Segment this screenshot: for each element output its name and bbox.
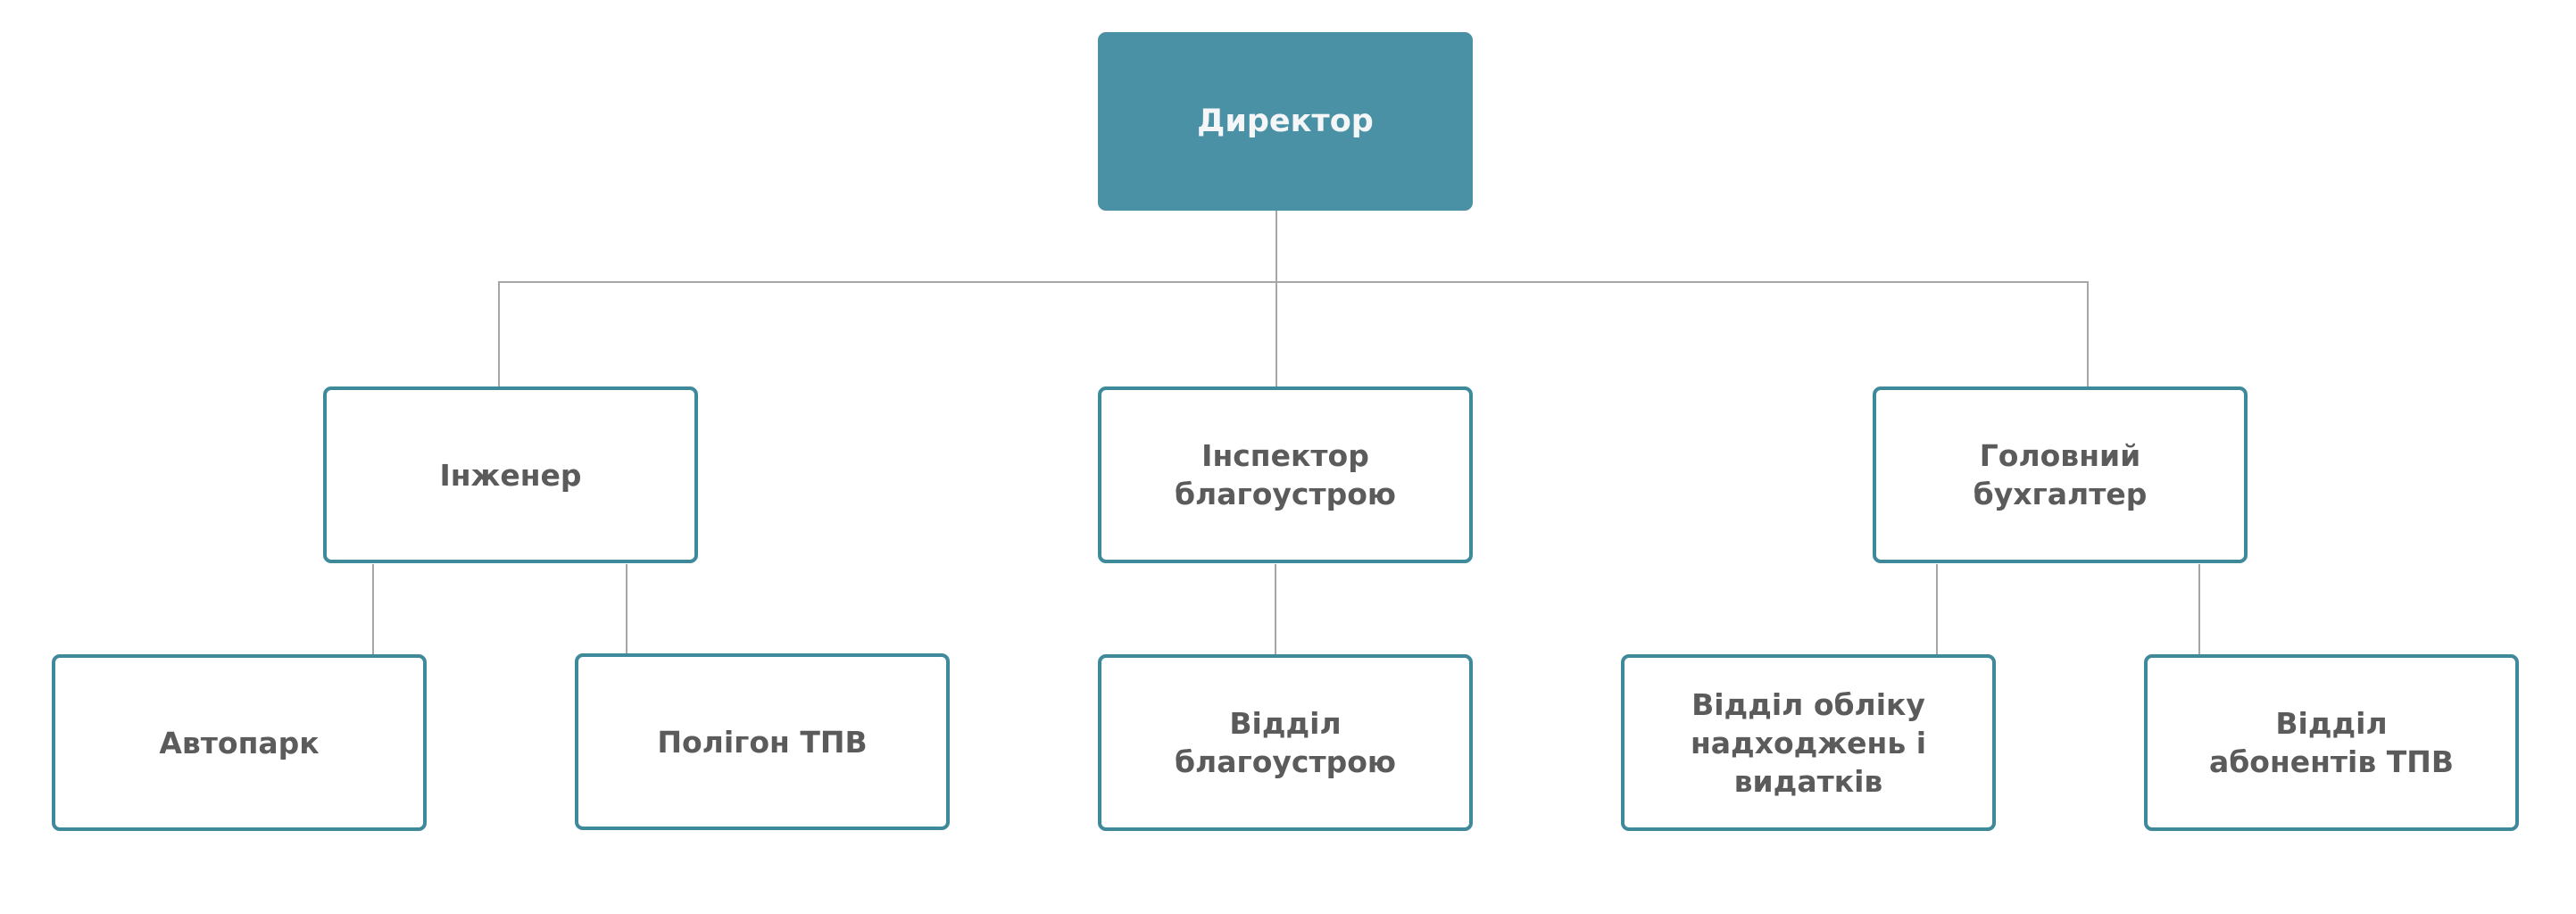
connector-to-engineer (498, 281, 500, 387)
node-chief-accountant-label: Головний бухгалтер (1973, 438, 2148, 511)
connector-accountant-to-accounting-dept (1936, 564, 1938, 655)
node-improvement-inspector: Інспектор благоустрою (1098, 386, 1473, 563)
connector-level2-bus (498, 281, 2089, 283)
node-improvement-department: Відділ благоустрою (1098, 654, 1473, 831)
node-director-label: Директор (1197, 103, 1374, 139)
node-landfill-tpv: Полігон ТПВ (575, 653, 950, 830)
connector-to-accountant (2087, 281, 2089, 387)
node-income-expense-accounting-department: Відділ обліку надходжень і видатків (1621, 654, 1996, 831)
connector-engineer-to-autopark (372, 564, 374, 655)
node-landfill-tpv-label: Полігон ТПВ (657, 724, 868, 760)
node-engineer-label: Інженер (439, 457, 582, 493)
node-improvement-department-label: Відділ благоустрою (1175, 706, 1396, 779)
node-autopark: Автопарк (52, 654, 427, 831)
node-income-expense-accounting-department-label: Відділ обліку надходжень і видатків (1690, 686, 1927, 799)
connector-engineer-to-landfill (626, 564, 627, 655)
node-improvement-inspector-label: Інспектор благоустрою (1175, 438, 1396, 511)
node-director: Директор (1098, 32, 1473, 211)
connector-director-trunk (1276, 211, 1277, 282)
connector-accountant-to-subscribers-dept (2198, 564, 2200, 655)
node-tpv-subscribers-department-label: Відділ абонентів ТПВ (2208, 706, 2455, 779)
node-chief-accountant: Головний бухгалтер (1873, 386, 2248, 563)
node-tpv-subscribers-department: Відділ абонентів ТПВ (2144, 654, 2519, 831)
connector-to-inspector (1276, 281, 1277, 387)
connector-inspector-to-improvement-dept (1275, 564, 1276, 655)
node-autopark-label: Автопарк (159, 725, 320, 760)
node-engineer: Інженер (323, 386, 698, 563)
